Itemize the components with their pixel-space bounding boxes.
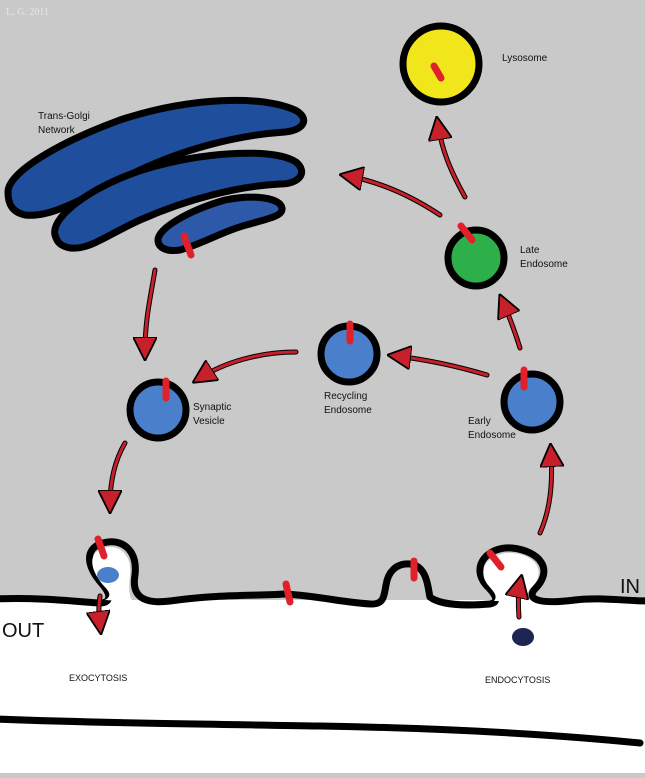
golgi-cisterna-3 [154,193,286,254]
late-endosome-label-line2: Endosome [520,259,568,270]
late-endosome-label-line1: Late [520,245,540,256]
arrow-late-endosome-to-golgi-outline [345,173,443,218]
lower-membrane [0,715,644,747]
arrow-ligand-inward [518,583,520,619]
arrow-early-to-late [503,302,522,350]
arrow-late-endosome-to-golgi [348,176,442,217]
late-endosome-protein-marker [457,222,476,244]
extracellular-space [0,600,645,773]
synaptic-vesicle [126,378,190,442]
plasma-membrane [0,538,645,609]
endocytosis-bud-protein-marker [486,549,505,571]
arrow-recycling-to-synaptic-outline [197,349,299,381]
arrow-exocytosis-outward [99,594,100,626]
synaptic-vesicle-label-line1: Synaptic [193,402,231,413]
exocytosis-label: EXOCYTOSIS [69,673,127,683]
golgi-protein-marker [180,232,195,259]
exocytosis-cargo [97,567,119,583]
transport-arrows-fill [99,125,552,626]
trans-golgi-label-line1: Trans-Golgi [38,111,90,122]
watermark: L. G. 2011 [6,7,49,18]
inside-label: IN [620,576,640,598]
lysosome-label: Lysosome [502,53,548,64]
recycling-endosome-label-line1: Recycling [324,391,367,402]
outside-label: OUT [2,620,44,642]
late-endosome [444,226,508,290]
arrow-golgi-to-synaptic-vesicle [145,268,155,352]
exocytosis-bud-protein-marker [94,535,108,560]
arrow-late-endosome-to-lysosome [438,125,467,199]
golgi-cisterna-1 [4,96,308,219]
lysosome [399,22,483,106]
membrane-protein-marker [282,580,294,606]
trans-golgi-label-line2: Network [38,125,76,136]
endocytosis-ligand [512,628,534,646]
arrow-late-endosome-to-lysosome-outline [435,122,468,200]
early-endosome-label-line2: Endosome [468,430,516,441]
early-endosome-label-line1: Early [468,416,491,427]
recycling-endosome-label-line2: Endosome [324,405,372,416]
synaptic-vesicle-label-line2: Vesicle [193,416,225,427]
golgi-cisterna-2 [51,149,305,252]
early-endosome [500,370,564,434]
lysosome-protein-marker [430,62,445,82]
arrow-early-to-recycling [396,356,489,377]
arrow-recycling-to-synaptic [200,350,298,378]
endocytosis-label: ENDOCYTOSIS [485,675,550,685]
arrow-endocytosis-to-early [538,452,552,535]
arrow-synaptic-to-exocytosis [110,441,127,505]
